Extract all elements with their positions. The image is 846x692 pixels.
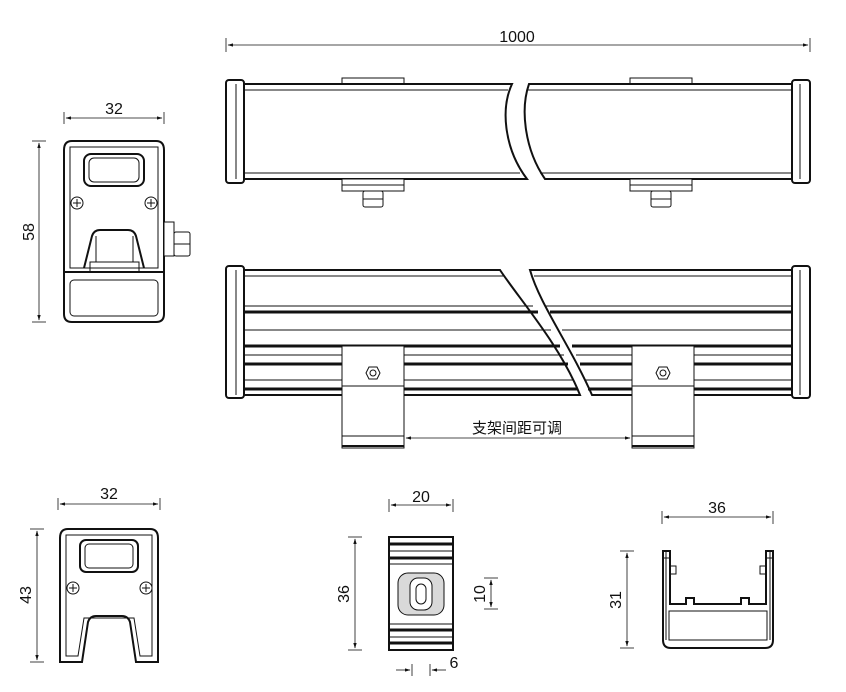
front-view-bar [225, 265, 811, 449]
profile-width-label: 36 [708, 500, 726, 517]
bracket-spacing-dimension: 支架间距可调 [405, 419, 631, 440]
slot-width-label: 6 [450, 655, 459, 672]
end-cap-height-label: 58 [21, 223, 38, 241]
slot-height-label: 10 [472, 585, 489, 603]
length-dimension: 1000 [225, 29, 811, 52]
bracket-view: 32 43 [18, 486, 161, 663]
profile-height-label: 31 [608, 591, 625, 609]
bracket-height-label: 43 [18, 586, 35, 604]
clip-view: 20 36 10 6 [336, 489, 498, 676]
bracket-width-label: 32 [100, 486, 118, 503]
bracket-spacing-note: 支架间距可调 [472, 419, 562, 437]
top-view-bar [225, 77, 811, 208]
profile-section-view: 36 31 [608, 500, 774, 649]
clip-height-label: 36 [336, 585, 353, 603]
length-label: 1000 [499, 29, 535, 46]
clip-width-label: 20 [412, 489, 430, 506]
end-cap-width-label: 32 [105, 101, 123, 118]
end-cap-view: 32 58 [21, 101, 191, 323]
